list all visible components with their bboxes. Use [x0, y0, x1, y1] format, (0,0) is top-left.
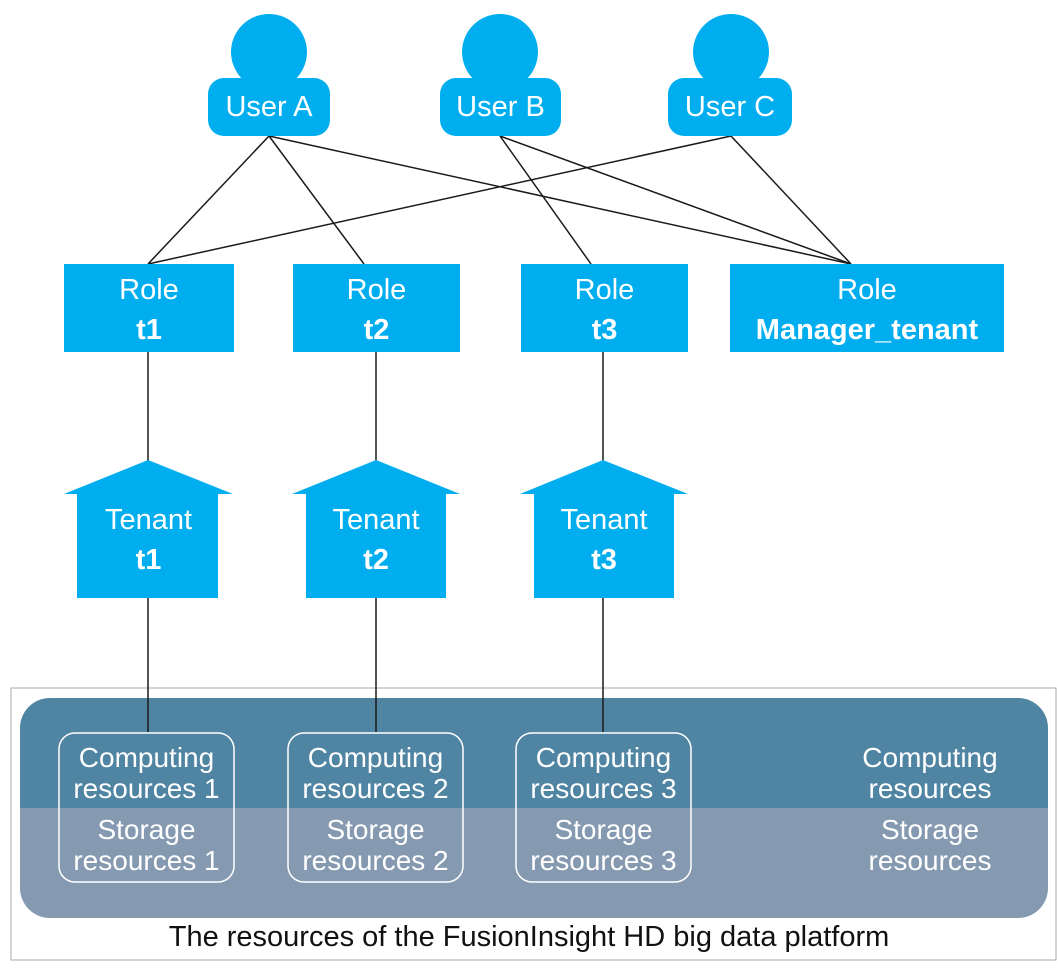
edge-userc-role-t1	[147, 135, 732, 265]
user-b-label: User B	[456, 91, 545, 123]
role-manager-line1: Role	[837, 274, 897, 306]
user-a-label: User A	[225, 91, 313, 123]
role-t2-line2: t2	[363, 314, 390, 346]
tenant-t3-line1: Tenant	[560, 504, 648, 536]
computing-resources-2-line1: Computing	[307, 742, 444, 773]
tenant-t1-line2: t1	[135, 544, 162, 576]
role-t3-line2: t3	[591, 314, 618, 346]
user-c-label: User C	[684, 91, 776, 123]
storage-resources-shared-line2: resources	[868, 845, 992, 876]
storage-resources-1-line2: resources 1	[73, 845, 220, 876]
role-t2: Role t2	[293, 270, 460, 350]
role-t2-line1: Role	[346, 274, 407, 306]
tenant-t3-line2: t3	[591, 544, 617, 576]
computing-band	[20, 698, 1048, 808]
edge-usera-role-t1	[147, 135, 270, 265]
role-box-t2	[293, 264, 460, 352]
storage-resources-3-line2: resources 3	[530, 845, 677, 876]
role-manager-line2: Manager_tenant	[755, 314, 979, 346]
user-icon	[208, 14, 330, 136]
computing-resources-shared-line1: Computing	[862, 742, 998, 773]
vertical-links	[147, 352, 604, 732]
computing-resources-3-line2: resources 3	[530, 773, 677, 804]
computing-resources-shared-line2: resources	[868, 773, 992, 804]
tenant-house-t3	[520, 460, 688, 598]
storage-resources-2-line1: Storage	[326, 814, 425, 845]
platform-caption: The resources of the FusionInsight HD bi…	[168, 921, 890, 953]
role-box-manager	[730, 264, 1004, 352]
tenant-t1-line1: Tenant	[104, 504, 193, 536]
resource-box-3	[515, 732, 692, 883]
role-manager: Role Manager_tenant	[730, 270, 1004, 350]
computing-resources-2-line2: resources 2	[302, 773, 449, 804]
storage-resources-3-line1: Storage	[554, 814, 653, 845]
role-t3: Role t3	[521, 270, 688, 350]
tenant-t1: Tenant t1	[64, 500, 233, 580]
edge-userb-role-manager	[499, 135, 852, 265]
storage-resources-1-line1: Storage	[97, 814, 196, 845]
computing-resources-3-line1: Computing	[535, 742, 672, 773]
computing-resources-1: Computing resources 1	[59, 742, 234, 804]
edge-usera-role-t2	[268, 135, 365, 265]
role-t1-line2: t1	[136, 314, 162, 346]
role-box-t1	[64, 264, 234, 352]
user-icon	[668, 14, 792, 136]
computing-resources-2: Computing resources 2	[288, 742, 463, 804]
tenant-t2-line1: Tenant	[332, 504, 420, 536]
role-box-t3	[521, 264, 688, 352]
storage-resources-shared-line1: Storage	[880, 814, 980, 845]
tenant-t3: Tenant t3	[520, 500, 688, 580]
tenant-house-t2	[292, 460, 460, 598]
resource-box-2	[287, 732, 464, 883]
role-t1: Role t1	[64, 270, 234, 350]
computing-resources-3: Computing resources 3	[516, 742, 691, 804]
user-icon	[440, 14, 561, 136]
user-role-edges	[147, 135, 852, 265]
computing-resources-1-line2: resources 1	[73, 773, 220, 804]
resource-box-1	[58, 732, 235, 883]
role-t1-line1: Role	[119, 274, 179, 306]
role-t3-line1: Role	[574, 274, 635, 306]
tenant-house-t1	[64, 460, 233, 598]
tenant-t2: Tenant t2	[292, 500, 460, 580]
computing-resources-shared: Computing resources	[840, 742, 1020, 804]
edge-userc-role-manager	[730, 135, 852, 265]
storage-band	[20, 808, 1048, 918]
storage-resources-shared: Storage resources	[840, 814, 1020, 876]
storage-resources-2-line2: resources 2	[302, 845, 449, 876]
edge-usera-role-manager	[268, 135, 852, 265]
computing-resources-1-line1: Computing	[78, 742, 215, 773]
storage-resources-2: Storage resources 2	[288, 814, 463, 876]
storage-resources-1: Storage resources 1	[59, 814, 234, 876]
edge-userb-role-t3	[499, 135, 592, 265]
storage-resources-3: Storage resources 3	[516, 814, 691, 876]
tenant-t2-line2: t2	[363, 544, 389, 576]
